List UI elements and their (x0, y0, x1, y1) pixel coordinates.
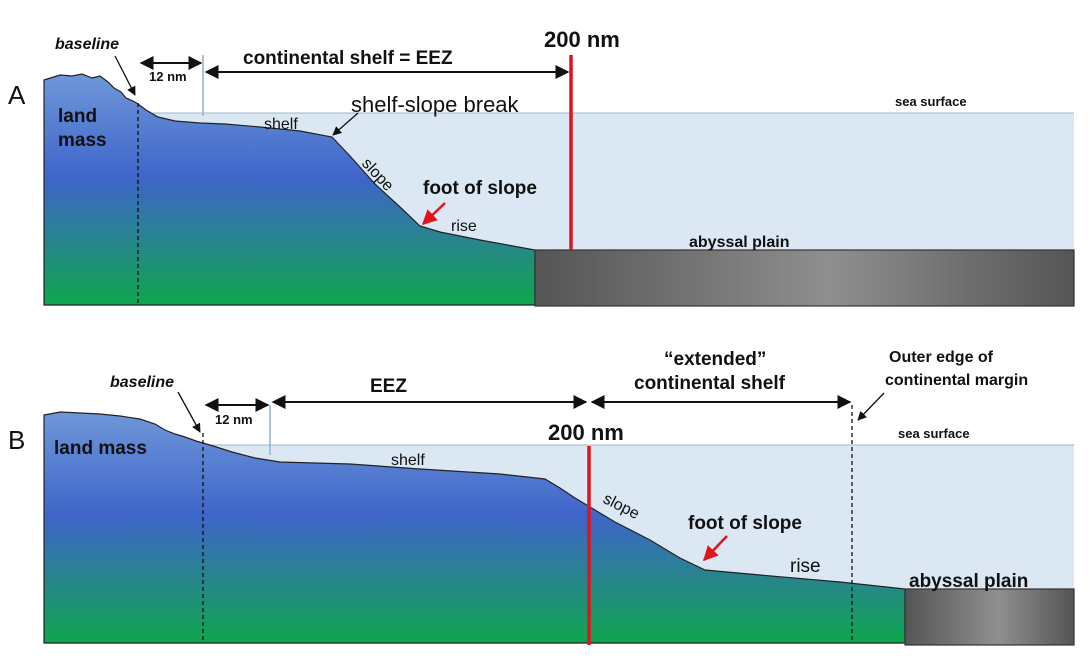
shelf-eez-label: continental shelf = EEZ (243, 48, 453, 69)
baseline-label-a: baseline (55, 36, 119, 53)
abyssal-plain-block-a (534, 249, 1075, 307)
foot-of-slope-arrow-b (702, 535, 728, 562)
shelf-label-a: shelf (264, 116, 298, 133)
land-mass-label-a-line1: land (58, 106, 97, 127)
twelve-nm-label-a: 12 nm (149, 69, 187, 84)
nm200-label-a: 200 nm (544, 27, 620, 52)
shelf-slope-break-pointer (332, 112, 359, 136)
outer-edge-pointer (857, 392, 885, 421)
baseline-label-b: baseline (110, 374, 174, 391)
land-profile-a (43, 73, 536, 306)
panel-b: B baseline 12 nm EEZ “extended” continen… (8, 349, 1075, 646)
extended-label-line1: “extended” (664, 349, 766, 370)
sea-surface-label-a: sea surface (895, 94, 967, 109)
abyssal-plain-label-a: abyssal plain (689, 234, 790, 251)
land-mass-label-b: land mass (54, 438, 147, 459)
foot-of-slope-arrow-a (421, 202, 446, 226)
abyssal-plain-block-b (904, 588, 1075, 646)
foot-of-slope-label-a: foot of slope (423, 178, 537, 199)
sea-surface-label-b: sea surface (898, 426, 970, 441)
rise-label-a: rise (451, 218, 477, 235)
panel-a: A baseline 12 nm continental shelf = EEZ… (8, 27, 1075, 307)
panel-letter-a: A (8, 80, 26, 110)
baseline-pointer-b (177, 391, 201, 433)
nm200-label-b: 200 nm (548, 420, 624, 445)
shelf-slope-break-label: shelf-slope break (351, 92, 520, 117)
extended-label-line2: continental shelf (634, 373, 786, 394)
abyssal-plain-label-b: abyssal plain (909, 571, 1028, 592)
rise-label-b: rise (790, 556, 821, 577)
twelve-nm-label-b: 12 nm (215, 412, 253, 427)
outer-edge-label-line1: Outer edge of (889, 349, 994, 366)
shelf-label-b: shelf (391, 452, 425, 469)
baseline-pointer-a (114, 55, 136, 96)
foot-of-slope-label-b: foot of slope (688, 513, 802, 534)
land-mass-label-a-line2: mass (58, 130, 107, 151)
panel-letter-b: B (8, 425, 25, 455)
land-profile-b (43, 411, 906, 644)
outer-edge-label-line2: continental margin (885, 372, 1028, 389)
eez-label-b: EEZ (370, 376, 407, 397)
